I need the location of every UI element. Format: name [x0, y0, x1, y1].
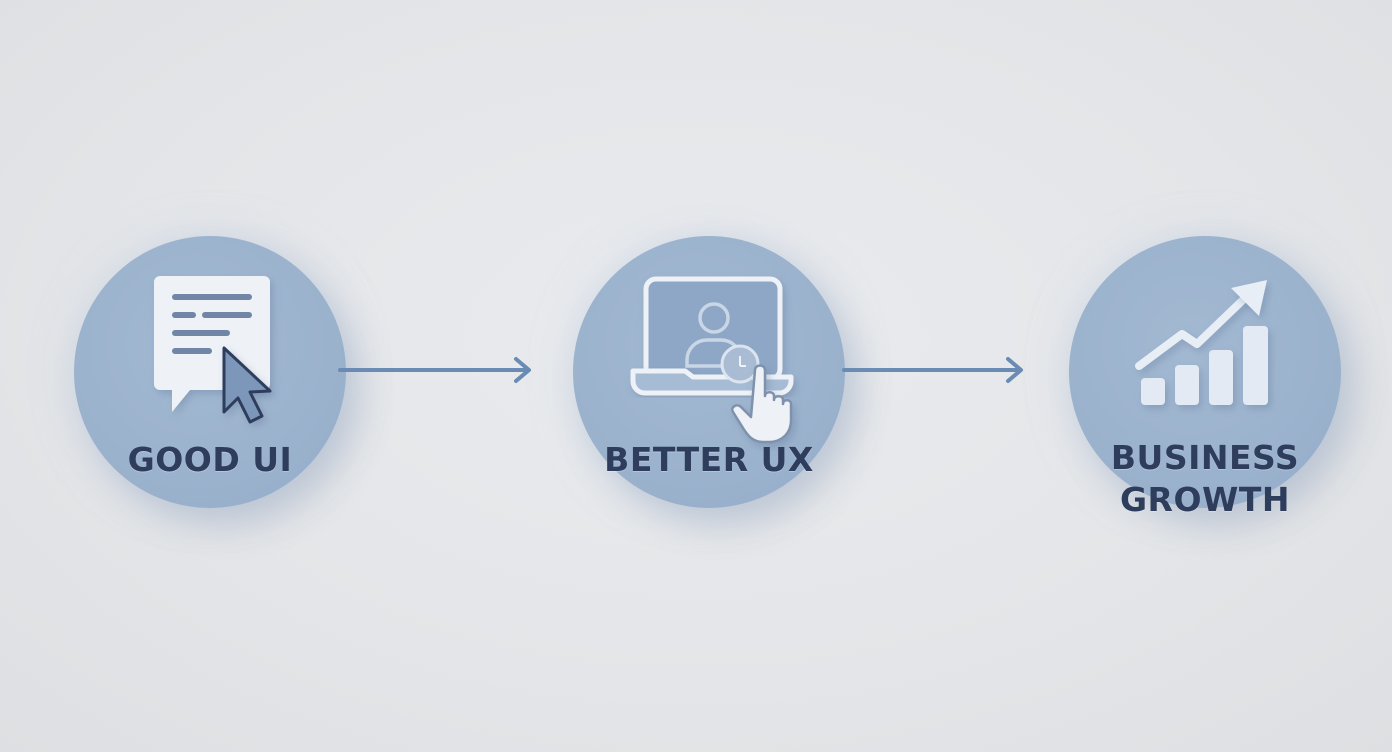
right-arrow-icon: [338, 357, 531, 383]
document-with-cursor-icon: [154, 276, 272, 424]
step-label-line2: GROWTH: [1119, 480, 1291, 519]
step-label: BETTER UX: [604, 440, 814, 479]
step-label: GOOD UI: [127, 440, 293, 479]
right-arrow-icon: [842, 357, 1023, 383]
step-label-line1: BUSINESS: [1110, 438, 1300, 477]
growth-chart-arrow-icon: [1135, 280, 1268, 405]
step-business-growth: BUSINESS GROWTH: [1069, 236, 1341, 519]
step-better-ux: BETTER UX: [573, 236, 845, 508]
laptop-user-tap-icon: [630, 276, 794, 444]
step-good-ui: GOOD UI: [74, 236, 346, 508]
